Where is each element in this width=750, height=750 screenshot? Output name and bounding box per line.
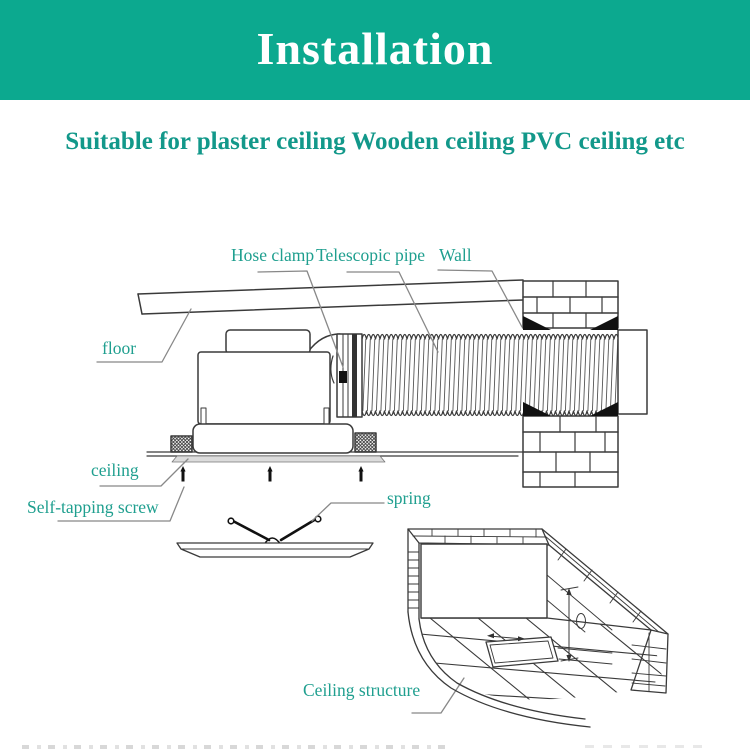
hose-clamp-collar [330,333,363,418]
header-banner: Installation [0,0,750,100]
mounting-clip-left [170,435,193,453]
cropped-text-artifact [22,745,446,749]
fan-unit [170,329,377,454]
brick-wall-right [541,528,669,635]
cross-section-diagram [137,279,648,558]
wall-seal-wedges [523,316,618,416]
label-telescopic-pipe: Telescopic pipe [316,245,426,265]
label-floor: floor [102,338,137,358]
fan-outlet-bell [307,333,341,353]
curved-edge [407,611,591,728]
ceiling-structure-diagram [407,528,669,728]
dimension-marks [487,586,586,662]
label-wall: Wall [439,245,472,265]
brick-column-left [407,528,420,620]
cropped-text-artifact [585,745,705,748]
wall-lower [522,415,619,488]
label-self-tapping-screw: Self-tapping screw [27,497,159,517]
fan-top-cap [225,329,311,355]
pipe-bottom-edge [361,410,620,417]
spring [227,515,322,546]
brick-strip-top [407,528,550,546]
fan-flange [192,423,354,454]
fan-body [197,351,331,425]
mounting-clip-right [354,432,377,453]
face-panel [176,542,374,558]
wall-inner-lines [546,574,613,633]
label-hose-clamp: Hose clamp [231,245,315,265]
wall-upper [522,280,619,329]
ceiling-trim [171,455,386,463]
page-title: Installation [256,23,494,74]
telescopic-pipe [361,333,620,417]
floor-slab [137,279,524,315]
wall-opening [420,543,548,619]
pipe-top-edge [361,333,620,340]
self-tapping-screws [180,466,364,482]
label-ceiling: ceiling [91,460,139,480]
subtitle-text: Suitable for plaster ceiling Wooden ceil… [65,128,685,155]
label-spring: spring [387,488,431,508]
pipe-outlet [617,329,648,415]
fan-cutout [485,636,613,668]
leader-lines [57,269,523,714]
brick-column-right [630,629,669,694]
clamp-screw [339,371,347,383]
label-ceiling-structure: Ceiling structure [303,680,421,700]
